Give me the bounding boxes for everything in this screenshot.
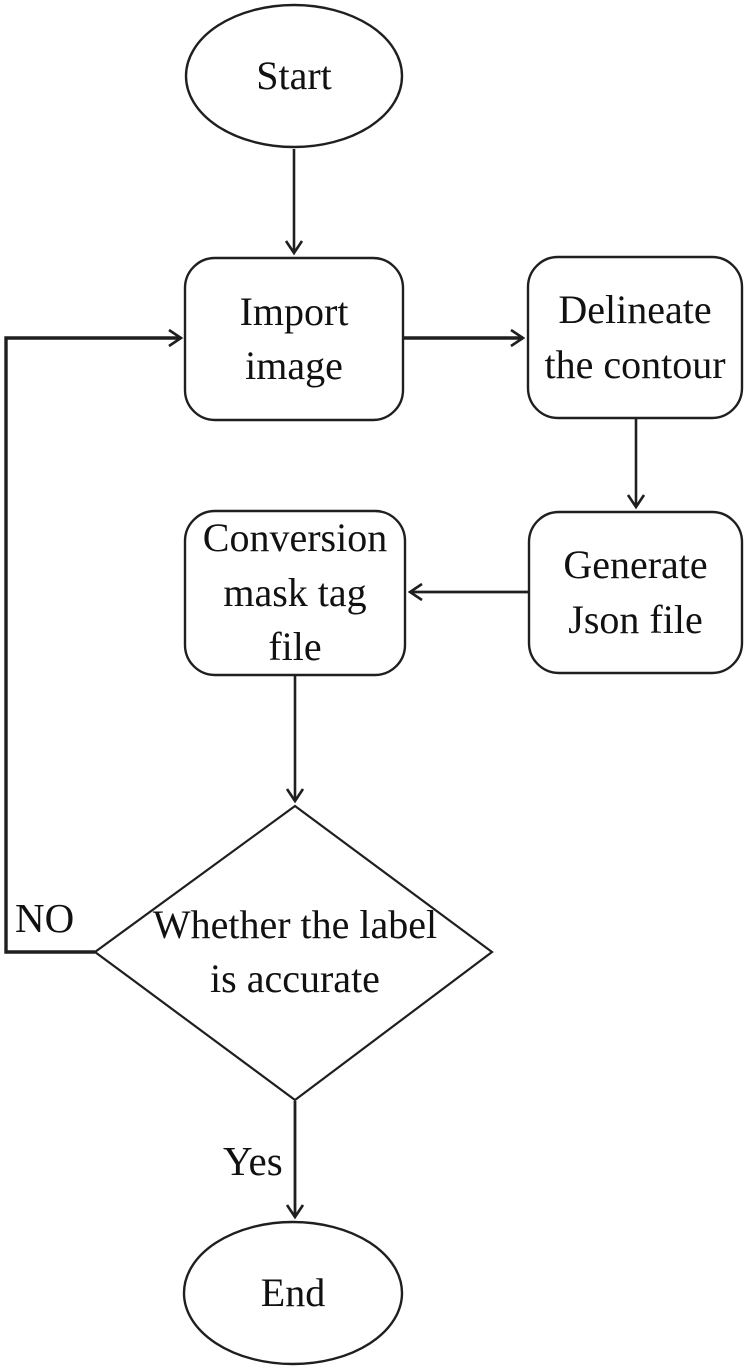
conversion-mask-box-shape xyxy=(183,509,407,677)
import-image-box-shape xyxy=(183,256,405,422)
decision-diamond-shape xyxy=(93,804,494,1102)
start-ellipse-shape xyxy=(184,3,404,149)
edge-decision-no-loop-to-import xyxy=(4,328,184,954)
delineate-contour-box-shape xyxy=(526,255,744,420)
end-ellipse-shape xyxy=(182,1220,404,1366)
generate-json-box-shape xyxy=(527,510,744,675)
